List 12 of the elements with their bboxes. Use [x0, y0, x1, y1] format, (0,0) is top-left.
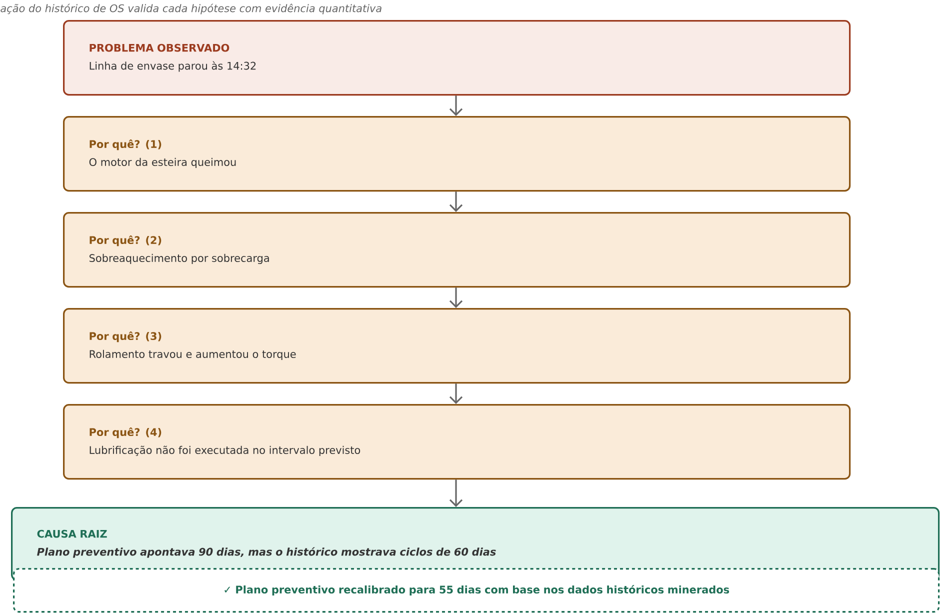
arrow	[449, 96, 463, 116]
arrow	[449, 288, 463, 308]
why-box: Por quê? (3) Rolamento travou e aumentou o torque	[63, 308, 851, 384]
why-box: Por quê? (2) Sobreaquecimento por sobrecarga	[63, 212, 851, 288]
caption-text: ação do histórico de OS valida cada hipótese com evidência quantitativa	[0, 4, 382, 14]
arrow	[449, 384, 463, 404]
arrow	[449, 192, 463, 212]
why-box: Por quê? (1) O motor da esteira queimou	[63, 116, 851, 192]
arrow	[449, 480, 463, 507]
problem-box: PROBLEMA OBSERVADO Linha de envase parou às 14:32	[63, 20, 851, 96]
action-box: ✓ Plano preventivo recalibrado para 55 dias com base nos dados históricos minerados	[13, 568, 940, 613]
why-box: Por quê? (4) Lubrificação não foi executada no intervalo previsto	[63, 404, 851, 480]
